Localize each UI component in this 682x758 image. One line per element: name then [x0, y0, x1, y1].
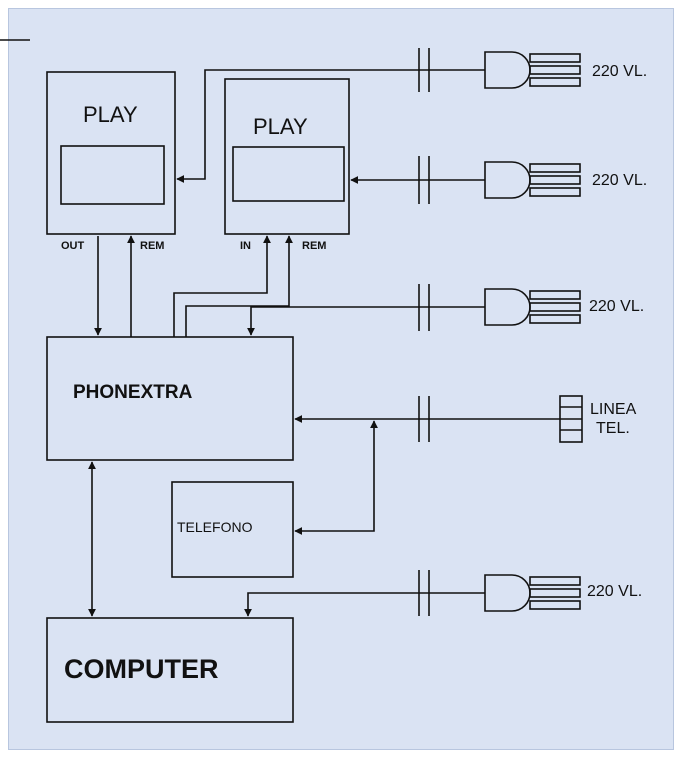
capacitor-1	[418, 48, 430, 92]
play2-in-link	[173, 235, 271, 337]
capacitor-3	[418, 284, 430, 331]
capacitor-4	[418, 396, 430, 442]
play2-rem-label: REM	[302, 240, 327, 252]
capacitor-5	[418, 570, 430, 616]
play2-box	[224, 78, 350, 235]
computer-box	[46, 617, 294, 723]
computer-label: COMPUTER	[64, 654, 219, 684]
phonextra-label: PHONEXTRA	[73, 382, 193, 403]
capacitor-2	[418, 156, 430, 204]
play2-screen	[232, 146, 345, 202]
plug-icon-1	[484, 51, 581, 89]
plug-icon-4	[484, 574, 581, 612]
play1-rem-label: REM	[140, 240, 165, 252]
phone-line-label-1: LINEA	[590, 401, 637, 418]
play1-screen	[60, 145, 165, 205]
plug1-voltage: 220 VL.	[592, 63, 648, 80]
plug-icon-2	[484, 161, 581, 199]
telefono-box	[171, 481, 294, 578]
play1-label: PLAY	[83, 102, 138, 127]
power-line-3	[247, 306, 485, 336]
plug-icon-3	[484, 288, 581, 326]
plug3-voltage: 220 VL.	[589, 298, 645, 315]
play1-out-label: OUT	[61, 240, 85, 252]
telefono-link	[294, 420, 378, 535]
phone-jack-icon	[559, 395, 583, 443]
power-line-4	[244, 592, 485, 617]
plug4-voltage: 220 VL.	[587, 583, 643, 600]
diagram-panel	[8, 8, 674, 750]
play2-label: PLAY	[253, 114, 308, 139]
phone-line-label-2: TEL.	[596, 420, 630, 437]
plug2-voltage: 220 VL.	[592, 172, 648, 189]
play2-rem-link	[185, 235, 293, 337]
power-line-1	[176, 69, 485, 183]
play1-box	[46, 71, 176, 235]
play2-in-label: IN	[240, 240, 251, 252]
telefono-label: TELEFONO	[177, 519, 253, 535]
phonextra-box	[46, 336, 294, 461]
